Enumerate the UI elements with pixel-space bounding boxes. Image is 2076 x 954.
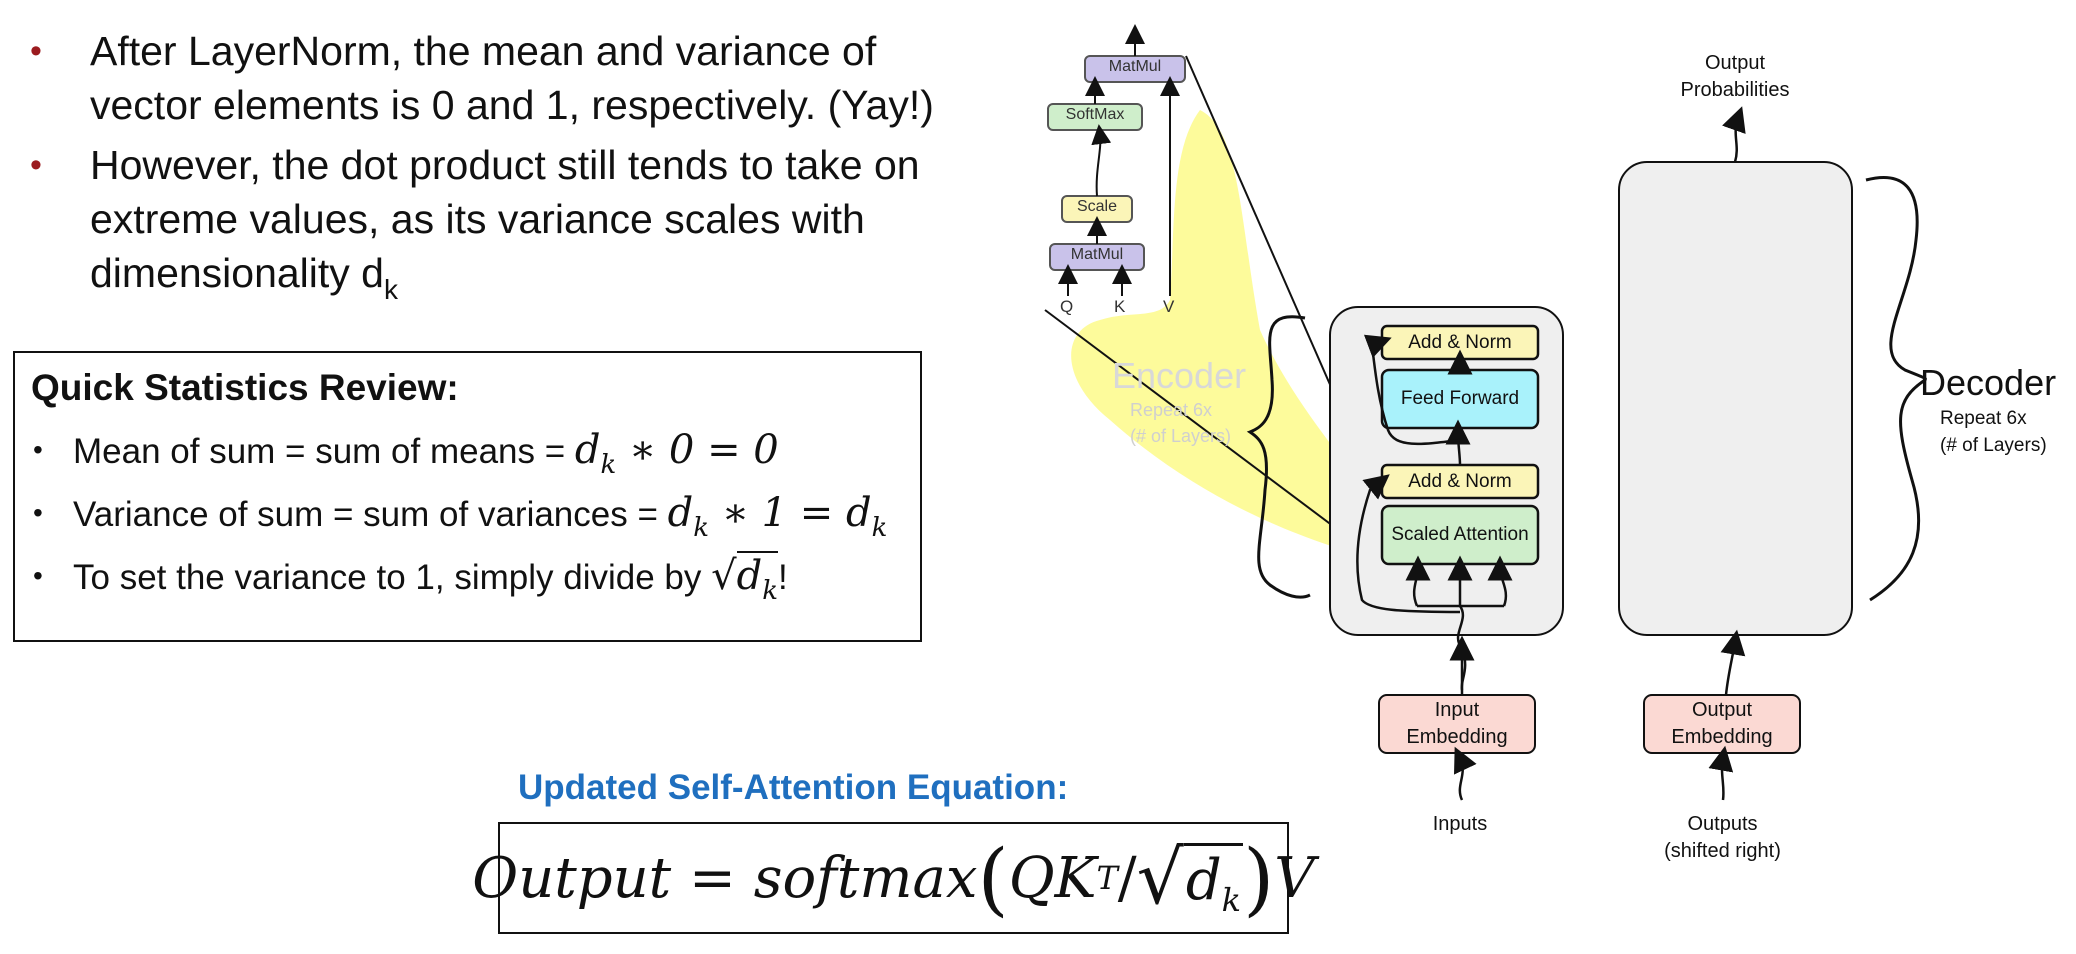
outputs-label-1: Outputs <box>1687 813 1758 835</box>
encoder-feed-forward-label: Feed Forward <box>1400 388 1520 409</box>
inputs-label: Inputs <box>1432 813 1488 835</box>
v-label: V <box>1163 297 1175 316</box>
stats-item-divide: • To set the variance to 1, simply divid… <box>29 547 906 610</box>
softmax-label: SoftMax <box>1065 106 1125 123</box>
bullet-dot: • <box>33 434 43 465</box>
matmul-bottom-label: MatMul <box>1070 246 1124 263</box>
stats-item-mean: • Mean of sum = sum of means = dk ∗ 0 = … <box>29 421 906 484</box>
output-probabilities-label-1: Output <box>1704 52 1766 74</box>
k-label: K <box>1114 297 1126 316</box>
output-probabilities-label-2: Probabilities <box>1680 79 1790 101</box>
encoder-brace <box>1246 315 1311 599</box>
output-embedding-label-1: Output <box>1691 699 1753 721</box>
input-embedding-label-2: Embedding <box>1406 726 1508 748</box>
equation-title: Updated Self-Attention Equation: <box>518 768 1069 807</box>
decoder-title: Decoder <box>1920 362 2057 403</box>
outputs-label-2: (shifted right) <box>1664 840 1781 862</box>
zoom-line-bottom <box>1044 309 1386 566</box>
math-expression: dk ∗ 0 = 0 <box>574 427 779 480</box>
encoder-scaled-attention-label: Scaled Attention <box>1391 524 1529 545</box>
matmul-top-label: MatMul <box>1108 58 1162 75</box>
stats-title: Quick Statistics Review: <box>31 367 459 408</box>
encoder-title: Encoder <box>1112 355 1247 396</box>
output-embedding-label-2: Embedding <box>1671 726 1773 748</box>
q-label: Q <box>1060 297 1074 316</box>
decoder-repeat: Repeat 6x <box>1940 408 2027 429</box>
bullet-dot: • <box>33 560 43 591</box>
encoder-repeat: Repeat 6x <box>1130 400 1213 420</box>
bullet-dot: • <box>30 146 42 184</box>
scale-label: Scale <box>1076 198 1118 215</box>
decoder-layers: (# of Layers) <box>1940 435 2047 456</box>
encoder-add-norm-top-label: Add & Norm <box>1408 332 1512 353</box>
top-bullet-list: • After LayerNorm, the mean and variance… <box>28 24 1028 311</box>
math-expression: dk ∗ 1 = dk <box>667 490 888 543</box>
sqrt-expression: √dk <box>711 551 778 606</box>
decoder-block <box>1618 161 1853 636</box>
bullet-dot-product: • However, the dot product still tends t… <box>28 138 1028 305</box>
quick-statistics-box: Quick Statistics Review: • Mean of sum =… <box>13 351 922 642</box>
input-embedding-label-1: Input <box>1434 699 1480 721</box>
encoder-add-norm-bottom-label: Add & Norm <box>1408 471 1512 492</box>
encoder-layers: (# of Layers) <box>1130 426 1232 446</box>
bullet-dot: • <box>33 497 43 528</box>
bullet-layernorm: • After LayerNorm, the mean and variance… <box>28 24 1028 132</box>
stats-item-variance: • Variance of sum = sum of variances = d… <box>29 484 906 547</box>
bullet-dot: • <box>30 32 42 70</box>
decoder-brace <box>1865 176 1927 602</box>
